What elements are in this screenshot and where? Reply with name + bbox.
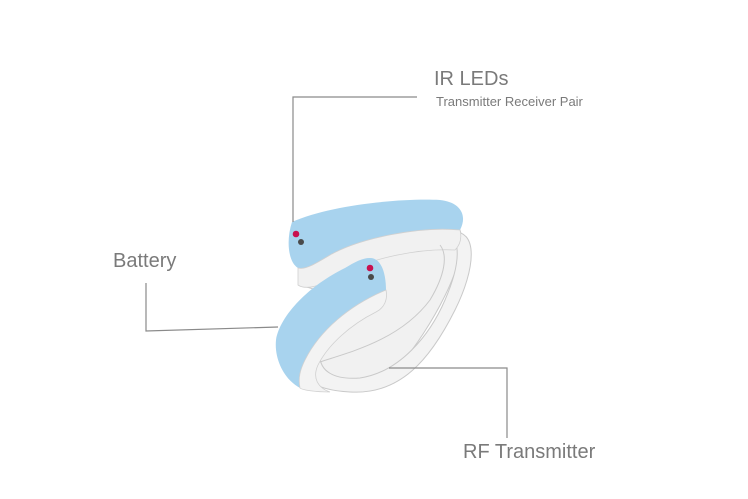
ring-top-band	[288, 199, 464, 269]
battery-leader-line	[145, 283, 279, 332]
ir-led-red-2	[366, 264, 374, 272]
battery-label: Battery	[113, 250, 177, 272]
ir-leds-leader-line	[292, 96, 417, 222]
ring-lower-band	[275, 258, 386, 388]
ir-led-dark-2	[368, 274, 374, 280]
ir-leds-sublabel: Transmitter Receiver Pair	[436, 94, 583, 109]
ir-led-dark-1	[298, 239, 304, 245]
rf-transmitter-leader-line	[389, 367, 508, 438]
ring-lower-underside	[298, 289, 387, 393]
ir-leds-label: IR LEDs	[434, 68, 509, 90]
rf-transmitter-label: RF Transmitter	[463, 441, 596, 463]
ring-inner-line	[319, 244, 445, 363]
ir-led-red-1	[292, 230, 300, 238]
